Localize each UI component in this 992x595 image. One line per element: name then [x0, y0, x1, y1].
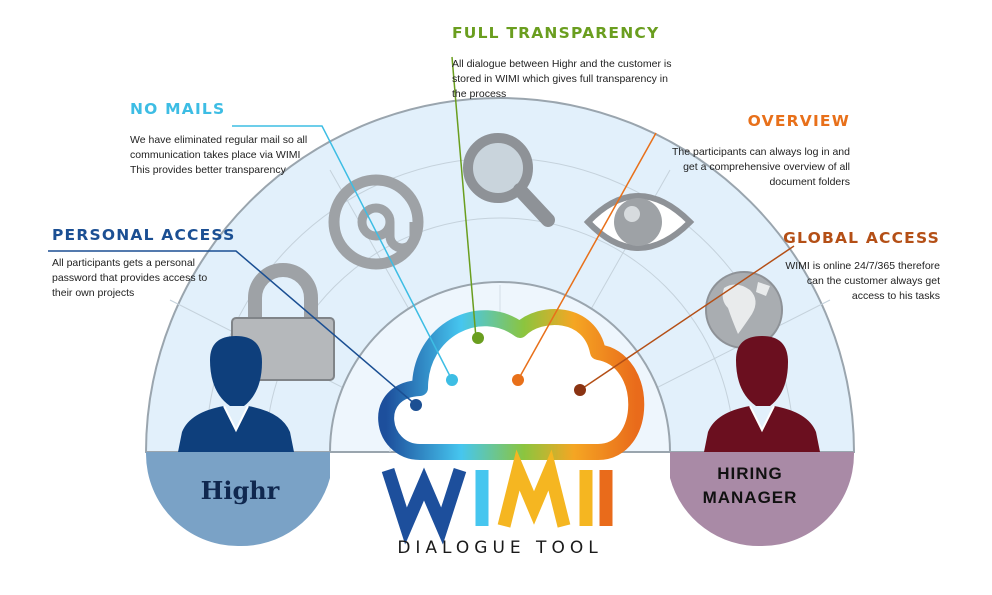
left-person-icon — [178, 336, 294, 452]
right-person-icon — [704, 336, 820, 452]
magnifier-icon — [463, 133, 555, 227]
overview-text: The participants can always log in and g… — [671, 146, 850, 188]
wimi-logo — [381, 449, 613, 545]
overview-title: OVERVIEW — [747, 112, 850, 130]
dialogue-tool-subtitle: DIALOGUE TOOL — [397, 538, 603, 558]
connector-lines — [48, 56, 795, 406]
globe-icon — [705, 271, 783, 349]
callout-full-transparency: FULL TRANSPARENCY All dialogue between H… — [452, 24, 692, 102]
no-mails-text: We have eliminated regular mail so all c… — [130, 134, 308, 176]
callout-global-access: GLOBAL ACCESS WIMI is online 24/7/365 th… — [772, 229, 940, 304]
no-mails-title: NO MAILS — [130, 100, 226, 118]
connector-dots — [410, 332, 586, 411]
right-base — [670, 452, 854, 547]
callout-no-mails: NO MAILS We have eliminated regular mail… — [130, 100, 330, 178]
callout-personal-access: PERSONAL ACCESS All participants gets a … — [52, 226, 236, 301]
global-access-text: WIMI is online 24/7/365 therefore can th… — [785, 260, 940, 302]
full-transparency-title: FULL TRANSPARENCY — [452, 24, 660, 42]
global-access-title: GLOBAL ACCESS — [783, 229, 940, 247]
left-base — [146, 452, 330, 547]
callout-overview: OVERVIEW The participants can always log… — [656, 112, 850, 190]
at-sign-icon — [328, 174, 424, 270]
hiring-manager-label: HIRING MANAGER — [702, 464, 798, 507]
personal-access-title: PERSONAL ACCESS — [52, 226, 236, 244]
personal-access-text: All participants gets a personal passwor… — [52, 257, 208, 299]
cloud-icon — [378, 309, 645, 460]
highr-label: Highr — [200, 476, 280, 505]
full-transparency-text: All dialogue between Highr and the custo… — [452, 58, 672, 100]
